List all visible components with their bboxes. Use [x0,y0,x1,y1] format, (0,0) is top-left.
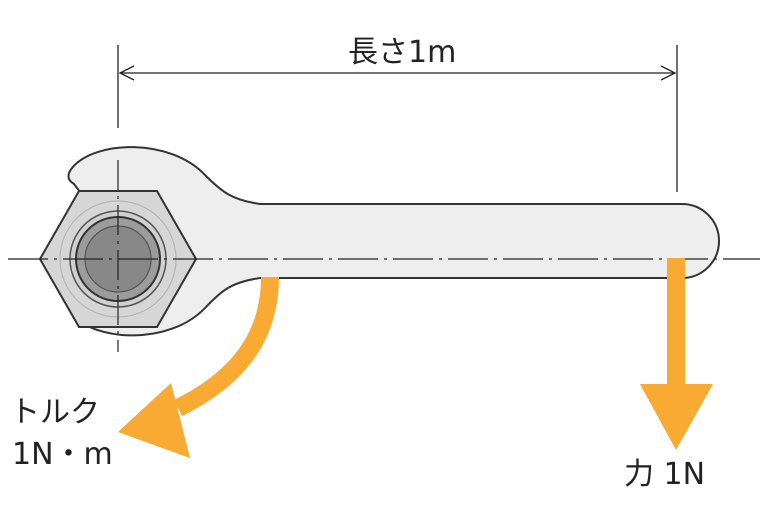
length-dimension-line [118,65,677,81]
torque-name-label: トルク [10,395,100,430]
torque-arrow [118,276,279,458]
torque-value-label: 1N・m [12,437,113,472]
force-label: 力 1N [624,457,706,492]
length-label: 長さ1m [348,35,457,70]
force-arrow [640,258,713,450]
